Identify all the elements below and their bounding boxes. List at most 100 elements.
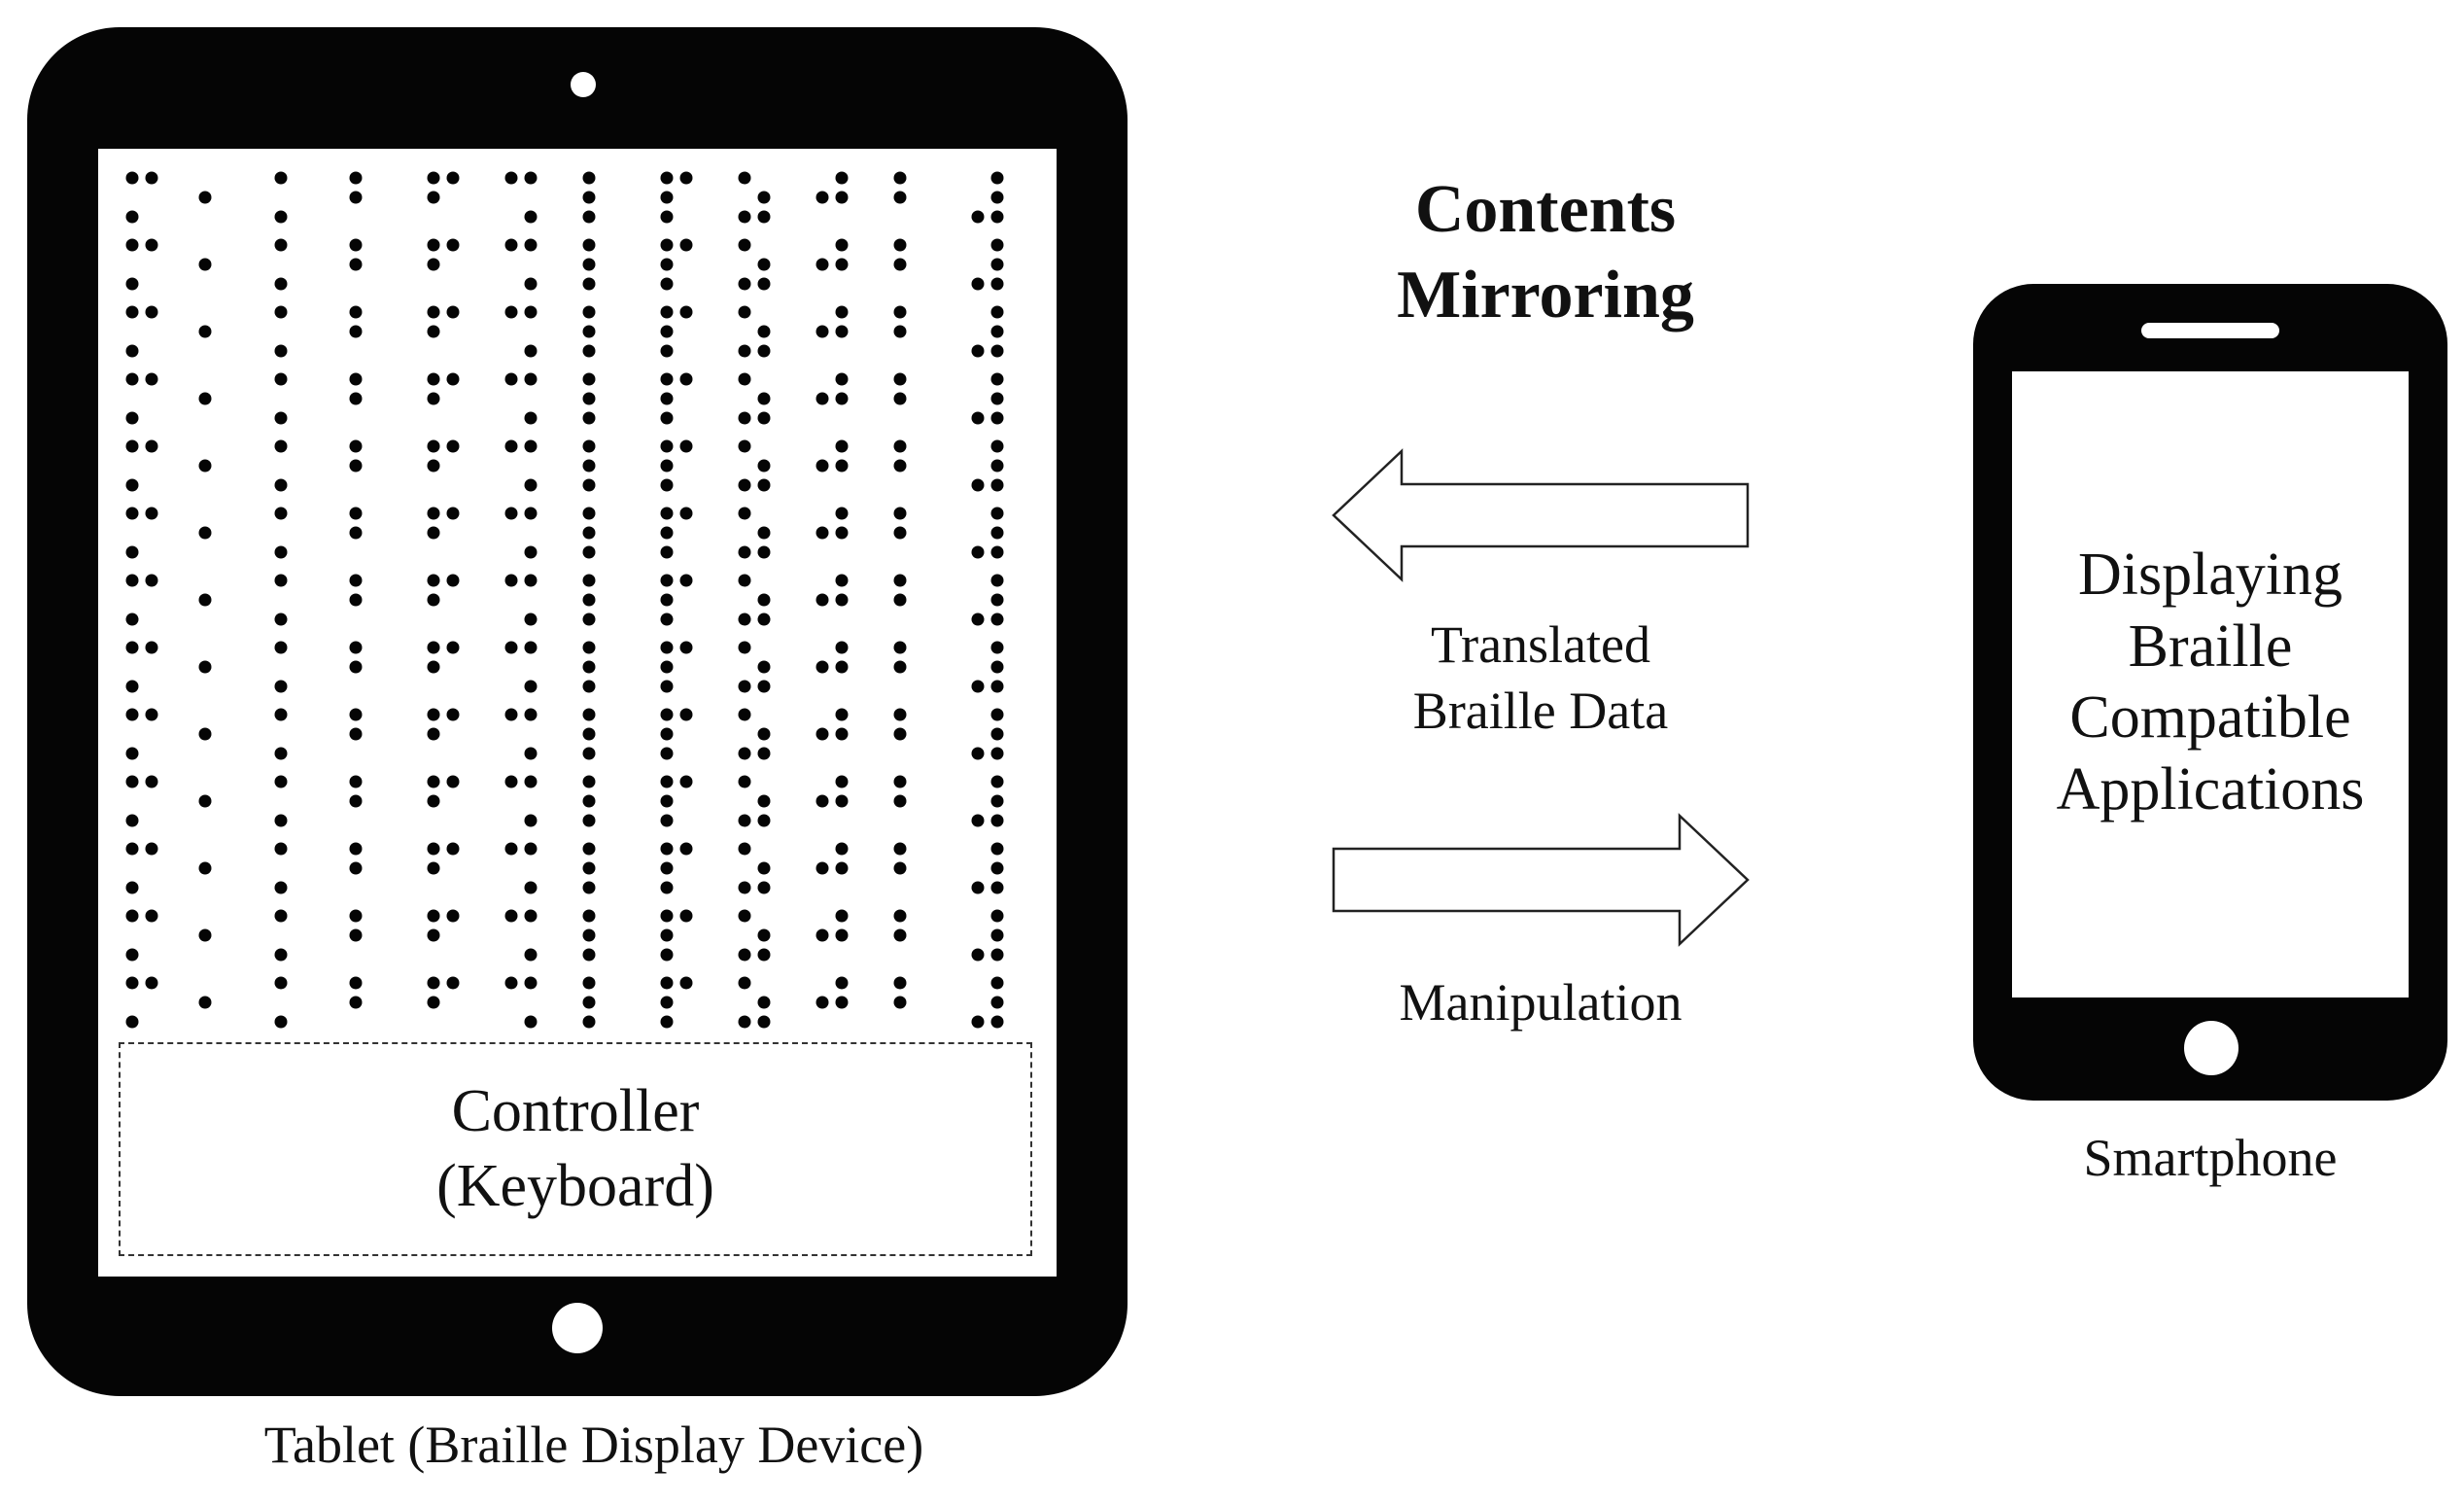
braille-dot (524, 210, 538, 224)
braille-dot (274, 210, 288, 224)
braille-dot (660, 1015, 674, 1029)
braille-dot (893, 861, 907, 875)
braille-dot (349, 794, 363, 808)
braille-dot (816, 996, 829, 1009)
braille-dot (893, 258, 907, 271)
braille-dot (660, 392, 674, 405)
braille-dot (971, 680, 985, 693)
braille-dot (125, 842, 139, 856)
braille-dot (757, 1015, 771, 1029)
braille-dot (660, 948, 674, 962)
braille-dot (660, 814, 674, 827)
braille-dot (816, 392, 829, 405)
phone-screen: Displaying Braille Compatible Applicatio… (2012, 371, 2409, 998)
arrow-left-icon (1332, 448, 1750, 582)
braille-dot (274, 277, 288, 291)
braille-dot (990, 171, 1004, 185)
braille-dot (893, 191, 907, 204)
braille-dot (504, 842, 518, 856)
braille-dot (504, 976, 518, 990)
braille-dot (738, 747, 751, 760)
braille-dot (427, 325, 440, 338)
braille-dot (198, 526, 212, 540)
braille-dot (582, 842, 596, 856)
braille-dot (274, 775, 288, 788)
braille-dot (349, 459, 363, 472)
braille-dot (990, 459, 1004, 472)
braille-dot (349, 842, 363, 856)
braille-dot (125, 574, 139, 587)
braille-dot (582, 794, 596, 808)
braille-dot (660, 411, 674, 425)
braille-dot (660, 171, 674, 185)
braille-dot (427, 238, 440, 252)
arrow-right-icon (1332, 813, 1750, 947)
braille-dot (427, 526, 440, 540)
braille-dot (427, 727, 440, 741)
braille-dot (835, 593, 849, 607)
braille-dot (990, 344, 1004, 358)
braille-dot (660, 708, 674, 721)
braille-dot (738, 277, 751, 291)
braille-dot (427, 574, 440, 587)
braille-dot (660, 325, 674, 338)
phone-screen-line-4: Applications (2056, 755, 2365, 822)
braille-dot (198, 928, 212, 942)
braille-dot (349, 171, 363, 185)
braille-dot (990, 526, 1004, 540)
braille-dot (582, 948, 596, 962)
braille-dot (990, 439, 1004, 453)
braille-dot (757, 344, 771, 358)
braille-dot (349, 660, 363, 674)
braille-dot (582, 344, 596, 358)
braille-dot (738, 574, 751, 587)
braille-dot (835, 708, 849, 721)
braille-dot (679, 171, 693, 185)
braille-dot (524, 814, 538, 827)
braille-dot (125, 881, 139, 894)
smartphone-device: Displaying Braille Compatible Applicatio… (1973, 284, 2447, 1101)
braille-dot (990, 842, 1004, 856)
braille-dot (835, 258, 849, 271)
braille-dot (971, 747, 985, 760)
braille-dot (582, 325, 596, 338)
braille-dot (660, 593, 674, 607)
braille-dot (582, 861, 596, 875)
braille-dot (582, 191, 596, 204)
braille-dot (893, 593, 907, 607)
braille-dot (816, 459, 829, 472)
braille-dot (893, 392, 907, 405)
braille-dot (274, 238, 288, 252)
braille-dot (582, 392, 596, 405)
braille-dot (524, 747, 538, 760)
braille-dot (145, 305, 158, 319)
braille-dot (990, 210, 1004, 224)
braille-dot (145, 775, 158, 788)
braille-dot (349, 574, 363, 587)
controller-keyboard-box: Controller (Keyboard) (119, 1042, 1032, 1256)
braille-dot (660, 747, 674, 760)
braille-dot (660, 976, 674, 990)
braille-dot (125, 305, 139, 319)
braille-dot (738, 171, 751, 185)
phone-screen-line-2: Braille (2128, 612, 2293, 680)
braille-dot (893, 372, 907, 386)
braille-dot (145, 842, 158, 856)
braille-dot (198, 996, 212, 1009)
braille-dot (660, 794, 674, 808)
braille-dot (446, 372, 460, 386)
braille-dot (446, 305, 460, 319)
braille-dot (738, 814, 751, 827)
braille-dot (582, 680, 596, 693)
braille-dot (349, 593, 363, 607)
braille-dot (816, 794, 829, 808)
braille-dot (145, 909, 158, 923)
braille-dot (660, 928, 674, 942)
braille-dot (738, 344, 751, 358)
braille-dot (757, 545, 771, 559)
braille-dot (446, 574, 460, 587)
braille-dot (893, 775, 907, 788)
braille-dot (990, 277, 1004, 291)
braille-dot (990, 881, 1004, 894)
braille-dot (835, 641, 849, 654)
